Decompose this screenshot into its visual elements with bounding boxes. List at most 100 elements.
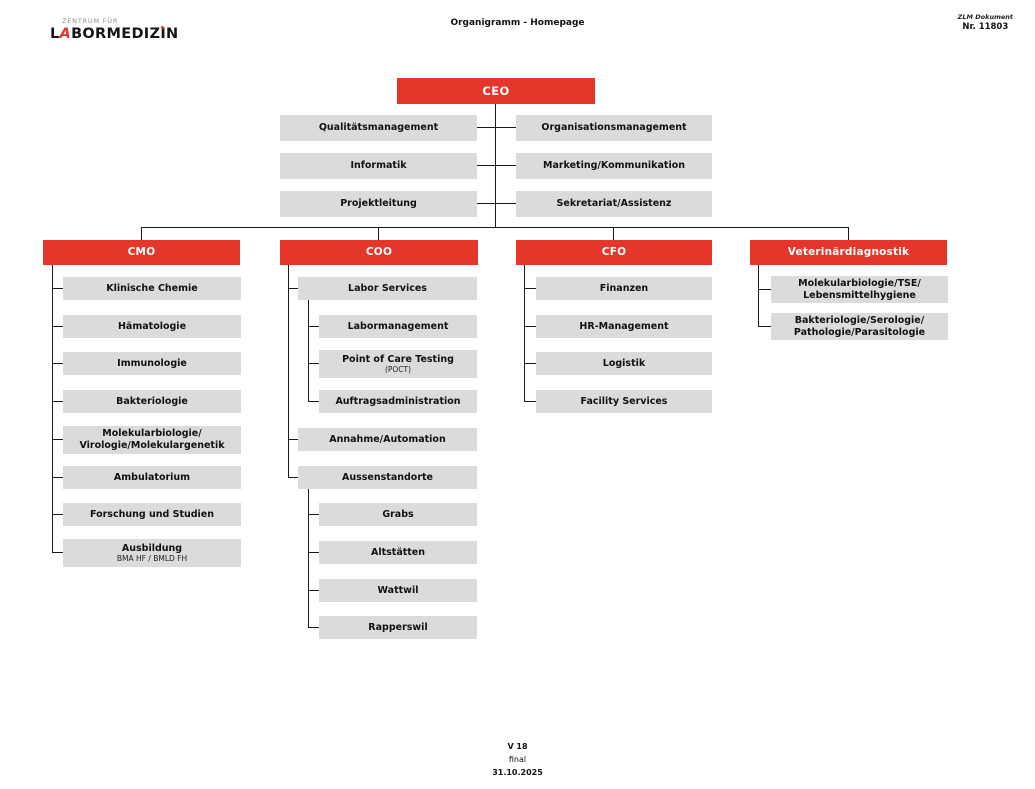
- connector-tick: [758, 289, 771, 290]
- connector-tick: [496, 165, 516, 166]
- connector-tick: [308, 627, 319, 628]
- connector-stub-vet: [848, 227, 849, 240]
- node-labor-services: Labor Services: [298, 277, 477, 300]
- node-label-line1: Molekularbiologie/: [102, 428, 202, 440]
- connector-tick: [308, 363, 319, 364]
- connector-tick: [308, 514, 319, 515]
- logo-tagline: ZENTRUM FÜR: [62, 17, 119, 25]
- connector-tick: [288, 288, 298, 289]
- connector-tick: [52, 552, 63, 553]
- node-annahme-automation: Annahme/Automation: [298, 428, 477, 451]
- connector-tick: [524, 401, 536, 402]
- node-sublabel: BMA HF / BMLD FH: [116, 554, 188, 564]
- node-sekretariat-assistenz: Sekretariat/Assistenz: [516, 191, 712, 217]
- connector-stub-cmo: [141, 227, 142, 240]
- logo-wordmark: LABORMEDIZIN: [50, 26, 178, 42]
- node-haematologie: Hämatologie: [63, 315, 241, 338]
- node-labormanagement: Labormanagement: [319, 315, 477, 338]
- connector-tick: [52, 326, 63, 327]
- connector-tick: [308, 552, 319, 553]
- node-forschung-und-studien: Forschung und Studien: [63, 503, 241, 526]
- connector-tick: [52, 439, 63, 440]
- connector-tick: [52, 401, 63, 402]
- logo-letter: L: [50, 26, 60, 42]
- node-molekularbiologie-tse: Molekularbiologie/TSE/ Lebensmittelhygie…: [771, 276, 948, 303]
- connector-tick: [308, 326, 319, 327]
- logo-red-a: A: [59, 26, 72, 42]
- connector-tick: [477, 127, 496, 128]
- node-label-line2: Pathologie/Parasitologie: [793, 326, 926, 338]
- node-ceo: CEO: [397, 78, 595, 104]
- node-rapperswil: Rapperswil: [319, 616, 477, 639]
- connector-vet-trunk: [758, 265, 759, 327]
- connector-tick: [308, 401, 319, 402]
- connector-tick: [52, 288, 63, 289]
- node-immunologie: Immunologie: [63, 352, 241, 375]
- node-wattwil: Wattwil: [319, 579, 477, 602]
- node-informatik: Informatik: [280, 153, 477, 179]
- node-cfo: CFO: [516, 240, 712, 265]
- connector-stub-cfo: [613, 227, 614, 240]
- node-veterinaerdiagnostik: Veterinärdiagnostik: [750, 240, 947, 265]
- logo-letter-n: N: [166, 26, 179, 42]
- logo-i-reddot: I: [160, 26, 167, 42]
- node-ausbildung: Ausbildung BMA HF / BMLD FH: [63, 539, 241, 567]
- node-coo: COO: [280, 240, 478, 265]
- connector-tick: [524, 326, 536, 327]
- node-organisationsmanagement: Organisationsmanagement: [516, 115, 712, 141]
- connector-labor-subtrunk: [308, 300, 309, 402]
- page-title: Organigramm - Homepage: [450, 18, 585, 28]
- doc-type-label: ZLM Dokument: [957, 13, 1013, 21]
- node-label-line2: Lebensmittelhygiene: [803, 289, 916, 301]
- status-label: final: [508, 754, 527, 764]
- node-hr-management: HR-Management: [536, 315, 712, 338]
- node-finanzen: Finanzen: [536, 277, 712, 300]
- connector-tick: [524, 363, 536, 364]
- connector-tick: [524, 288, 536, 289]
- node-ambulatorium: Ambulatorium: [63, 466, 241, 489]
- connector-tick: [477, 165, 496, 166]
- connector-tick: [758, 326, 771, 327]
- connector-tick: [288, 439, 298, 440]
- node-point-of-care-testing: Point of Care Testing (POCT): [319, 350, 477, 378]
- node-altstaetten: Altstätten: [319, 541, 477, 564]
- node-aussenstandorte: Aussenstandorte: [298, 466, 477, 489]
- node-cmo: CMO: [43, 240, 240, 265]
- connector-tick: [477, 203, 496, 204]
- doc-number: Nr. 11803: [962, 22, 1009, 32]
- version-label: V 18: [507, 742, 528, 751]
- doc-info: ZLM Dokument Nr. 11803: [958, 13, 1013, 32]
- node-label-line1: Molekularbiologie/TSE/: [798, 277, 921, 289]
- date-label: 31.10.2025: [492, 767, 543, 777]
- node-label-line2: Virologie/Molekulargenetik: [79, 440, 225, 451]
- node-logistik: Logistik: [536, 352, 712, 375]
- node-label: Ausbildung: [121, 542, 183, 554]
- connector-cmo-trunk: [52, 265, 53, 553]
- node-auftragsadministration: Auftragsadministration: [319, 390, 477, 413]
- connector-cfo-trunk: [524, 265, 525, 402]
- node-klinische-chemie: Klinische Chemie: [63, 277, 241, 300]
- node-label: Point of Care Testing: [342, 353, 454, 365]
- connector-tick: [288, 477, 298, 478]
- node-sublabel: (POCT): [384, 365, 412, 375]
- connector-tick: [308, 590, 319, 591]
- connector-aussen-subtrunk: [308, 489, 309, 628]
- connector-tick: [496, 127, 516, 128]
- node-qualitaetsmanagement: Qualitätsmanagement: [280, 115, 477, 141]
- connector-tick: [496, 203, 516, 204]
- node-grabs: Grabs: [319, 503, 477, 526]
- connector-tick: [52, 363, 63, 364]
- node-projektleitung: Projektleitung: [280, 191, 477, 217]
- node-marketing-kommunikation: Marketing/Kommunikation: [516, 153, 712, 179]
- connector-ceo-trunk: [495, 104, 496, 228]
- connector-stub-coo: [378, 227, 379, 240]
- node-molekularbiologie-virologie: Molekularbiologie/ Virologie/Molekularge…: [63, 426, 241, 454]
- node-bakteriologie-serologie: Bakteriologie/Serologie/ Pathologie/Para…: [771, 313, 948, 340]
- node-label-line1: Bakteriologie/Serologie/: [794, 314, 925, 326]
- connector-main-horizontal: [141, 227, 849, 228]
- zlm-logo: ZENTRUM FÜR LABORMEDIZIN: [50, 17, 178, 42]
- logo-letters: BORMEDIZ: [71, 26, 161, 42]
- node-bakteriologie: Bakteriologie: [63, 390, 241, 413]
- connector-tick: [52, 477, 63, 478]
